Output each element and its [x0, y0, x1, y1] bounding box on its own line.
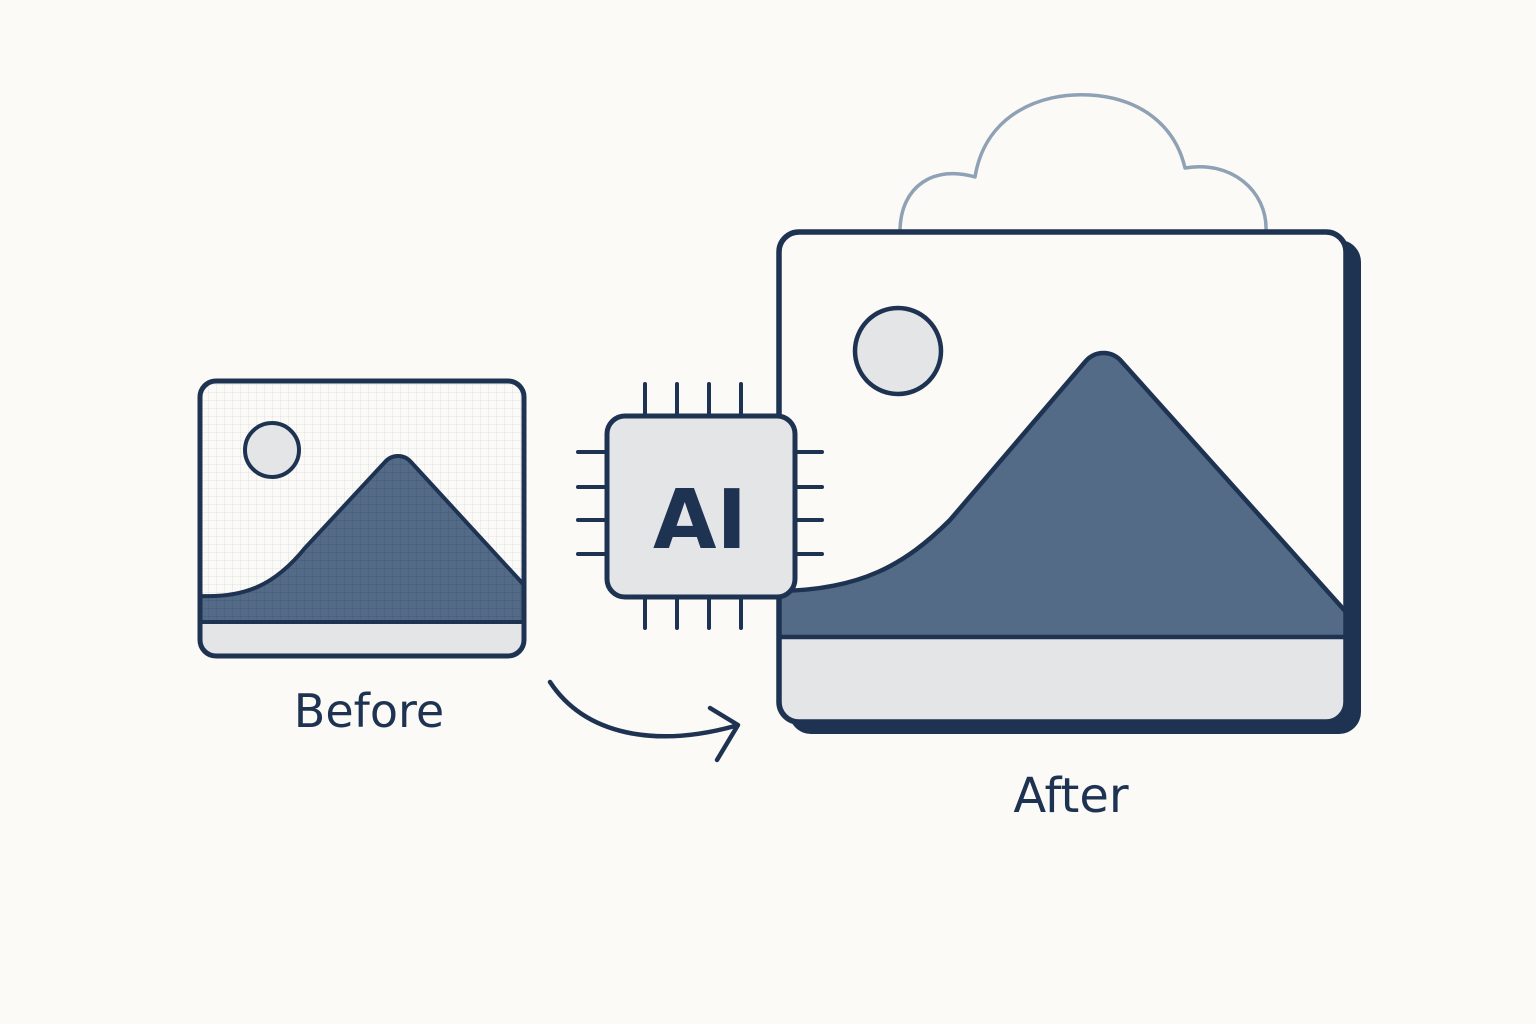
ai-chip-icon: AI	[576, 382, 824, 630]
curved-arrow-icon	[547, 679, 741, 763]
before-label: Before	[294, 684, 444, 738]
after-image-icon	[776, 229, 1361, 734]
after-sun-icon	[852, 305, 944, 397]
chip-body	[604, 413, 798, 600]
after-label: After	[1013, 768, 1129, 824]
before-image-icon	[197, 378, 527, 659]
before-sun-icon	[243, 421, 301, 479]
before-frame	[197, 378, 527, 659]
cloud-icon	[898, 93, 1268, 234]
chip-label: AI	[653, 473, 747, 568]
